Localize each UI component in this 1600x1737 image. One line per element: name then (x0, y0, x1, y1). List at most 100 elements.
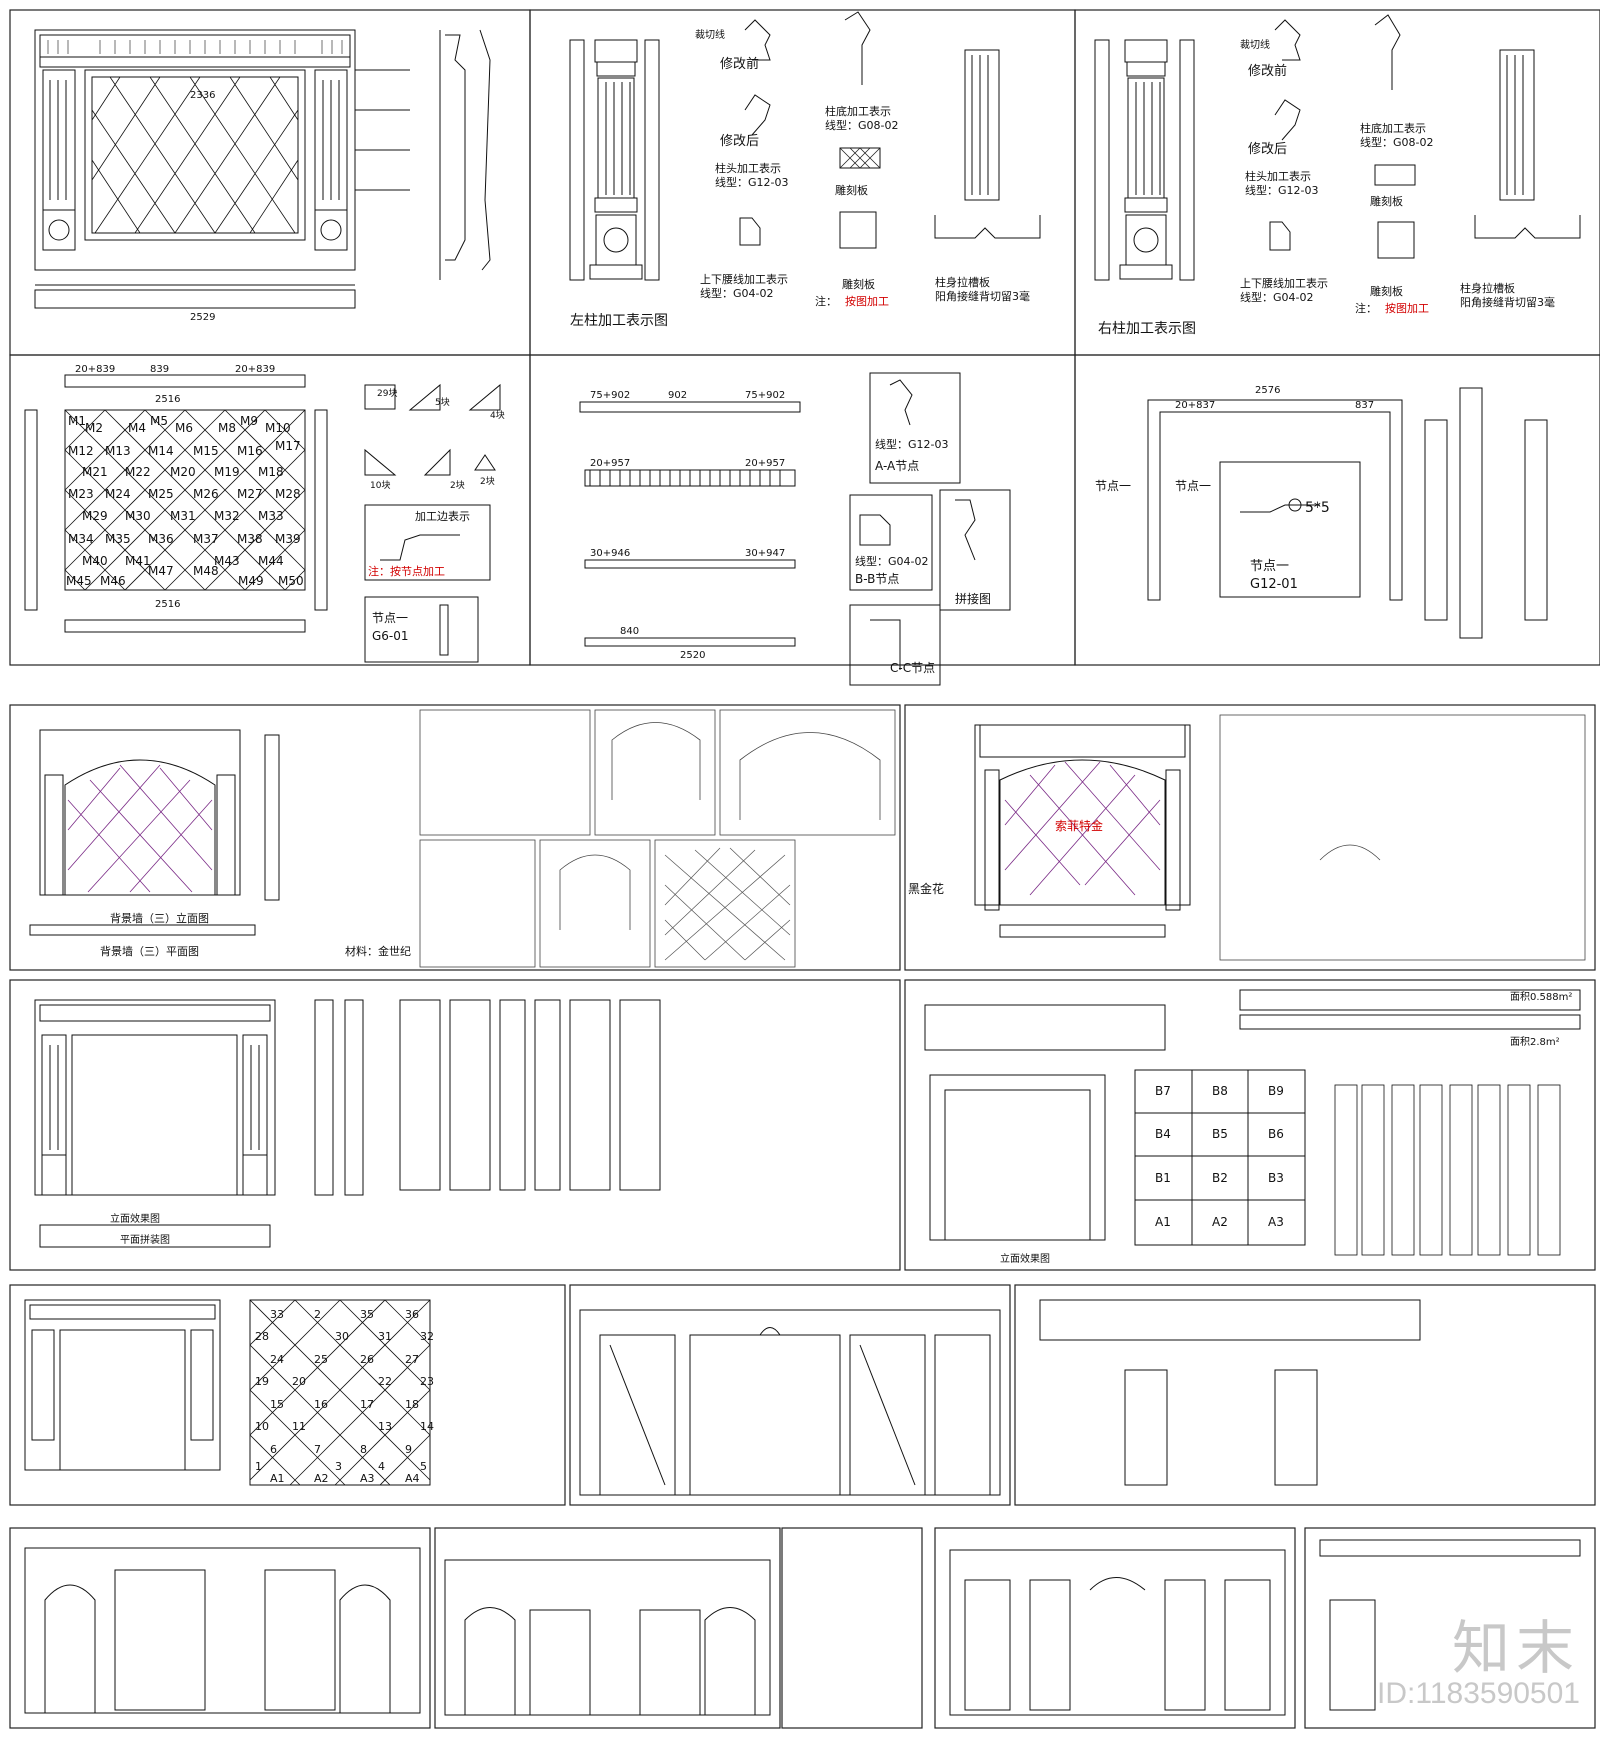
tile-label: M43 (214, 554, 240, 568)
dim-bar-left: 75+902 (590, 390, 630, 401)
row3-small-diamonds (664, 847, 791, 961)
row4-strips (1334, 1084, 1561, 1256)
note-cut-line-r: 裁切线 (1240, 38, 1270, 51)
tile-label: M49 (238, 574, 264, 588)
m-tile-labels: M1 M2 M4 M5 M6 M8 M9 M10 M12 M13 M14 M15… (66, 414, 304, 588)
watermark: 知末 ID:1183590501 (1377, 1619, 1580, 1711)
tile-label: M44 (258, 554, 284, 568)
row6-elevations (24, 1539, 1581, 1716)
row4-fireplace (34, 989, 1581, 1248)
edge-note: 加工边表示 (415, 509, 470, 523)
numbered-diamonds (249, 1299, 431, 1486)
area2-label: 面积2.8m² (1510, 1036, 1560, 1048)
num-label: A1 (270, 1472, 285, 1485)
b-label: B4 (1155, 1127, 1171, 1141)
tile-label: M19 (214, 465, 240, 479)
num-label: 2 (314, 1308, 321, 1321)
num-label: 14 (420, 1420, 434, 1433)
note-base-line-r: 柱底加工表示 (1360, 121, 1426, 135)
num-label: 22 (378, 1375, 392, 1388)
note-groove-note: 阳角接缝背切留3毫 (935, 289, 1030, 303)
num-label: 17 (360, 1398, 374, 1411)
num-label: A4 (405, 1472, 420, 1485)
tile-label: M14 (148, 444, 174, 458)
tile-label: M13 (105, 444, 131, 458)
fireplace-dentils (47, 40, 343, 54)
note-cap-type: 线型：G12-03 (715, 175, 789, 189)
b-label: B6 (1268, 1127, 1284, 1141)
num-label: 20 (292, 1375, 306, 1388)
arched-wall-elevation (29, 724, 1191, 938)
area1-label: 面积0.588m² (1510, 991, 1572, 1003)
b-grid-labels: B7 B8 B9 B4 B5 B6 B1 B2 B3 A1 A2 A3 (1155, 1084, 1284, 1229)
dim-bar2-left: 20+957 (590, 458, 630, 469)
moulding-bars (579, 372, 1011, 686)
tile-label: M17 (275, 439, 301, 453)
num-label: 25 (314, 1353, 328, 1366)
elev3-label: 背景墙（三）立面图 (110, 911, 209, 925)
tile-label: M41 (125, 554, 151, 568)
note-base-type: 线型：G08-02 (825, 118, 899, 132)
row5-doors (599, 1327, 991, 1496)
num-label: 19 (255, 1375, 269, 1388)
tile-label: M38 (237, 532, 263, 546)
aa-node-label: A-A节点 (875, 459, 919, 473)
sofei-label: 索菲特金 (1055, 818, 1103, 833)
num-label: 6 (270, 1443, 277, 1456)
note-groove-board-r: 柱身拉槽板 (1460, 281, 1515, 295)
tile-label: M34 (68, 532, 94, 546)
b-label: A1 (1155, 1215, 1171, 1229)
dim-top-base: 2529 (190, 312, 215, 323)
elev-effect-label: 立面效果图 (110, 1212, 160, 1225)
note-carve-board: 雕刻板 (835, 183, 868, 197)
tile-label: M25 (148, 487, 174, 501)
tri-count-4: 10块 (370, 479, 390, 491)
b-label: B3 (1268, 1171, 1284, 1185)
tile-label: M21 (82, 465, 108, 479)
tile-label: M8 (218, 421, 236, 435)
dim-bar-mid: 902 (668, 390, 687, 401)
tile-label: M40 (82, 554, 108, 568)
dim-panel-seg2: 20+839 (75, 364, 115, 375)
dim-c-seg: 840 (620, 626, 639, 637)
dim-panel-width-b: 2516 (155, 599, 180, 610)
num-label: 16 (314, 1398, 328, 1411)
door-frame (1147, 387, 1548, 639)
note-groove-note-r: 阳角接缝背切留3毫 (1460, 295, 1555, 309)
note-carve-note: 按图加工 (845, 294, 889, 308)
tile-label: M6 (175, 421, 193, 435)
tile-label: M20 (170, 465, 196, 479)
num-label: 11 (292, 1420, 306, 1433)
note-carve-board-r: 雕刻板 (1370, 194, 1403, 208)
b-label: B2 (1212, 1171, 1228, 1185)
tile-label: M39 (275, 532, 301, 546)
tile-label: M26 (193, 487, 219, 501)
num-label: 30 (335, 1330, 349, 1343)
tri-count-3: 4块 (490, 409, 505, 421)
splice-label: 拼接图 (955, 591, 991, 606)
b-label: A2 (1212, 1215, 1228, 1229)
note-base-type-r: 线型：G08-02 (1360, 135, 1434, 149)
num-label: A2 (314, 1472, 329, 1485)
dim-bar-right: 75+902 (745, 390, 785, 401)
tile-label: M37 (193, 532, 219, 546)
num-label: 24 (270, 1353, 284, 1366)
num-label: 27 (405, 1353, 419, 1366)
edge-note-2: 注：按节点加工 (368, 564, 445, 578)
fireplace-elevation (34, 29, 410, 309)
tile-label: M1 (68, 414, 86, 428)
tile-label: M31 (170, 509, 196, 523)
tile-label: M48 (193, 564, 219, 578)
tile-label: M16 (237, 444, 263, 458)
frame-node-label: 节点一 (1095, 479, 1131, 493)
dim-bar3-left: 30+946 (590, 548, 630, 559)
num-label: 33 (270, 1308, 284, 1321)
b-label: B7 (1155, 1084, 1171, 1098)
dim-panel-seg3: 20+839 (235, 364, 275, 375)
dim-c-total: 2520 (680, 650, 705, 661)
g0402-label: 线型：G04-02 (855, 554, 929, 568)
cc-node-label: C-C节点 (890, 661, 935, 675)
tile-label: M47 (148, 564, 174, 578)
panel-frames (9, 9, 1600, 1729)
